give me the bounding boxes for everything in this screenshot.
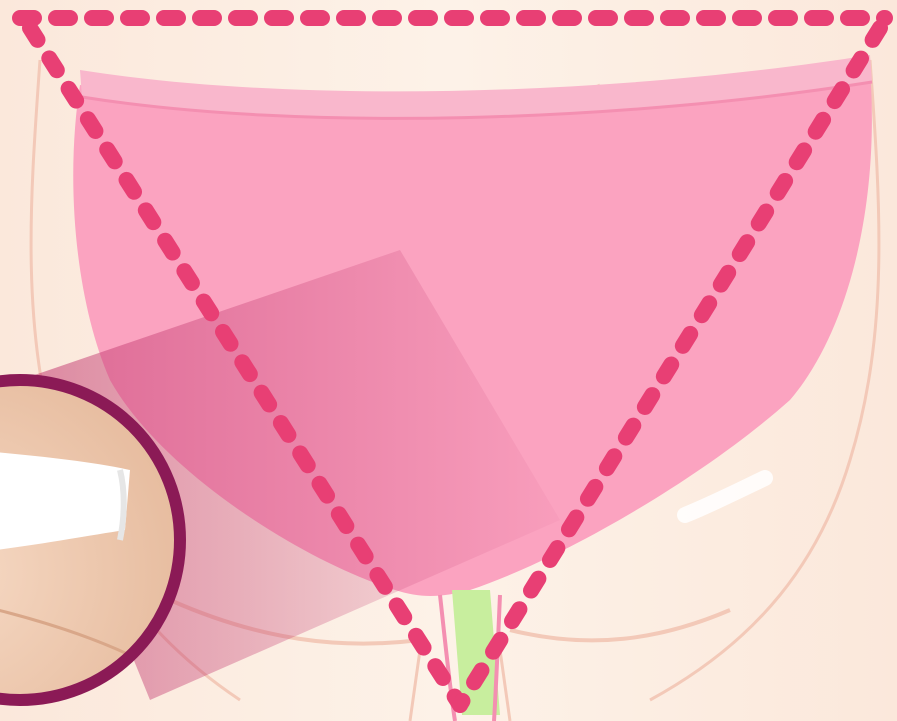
underwear-illustration (0, 0, 897, 721)
illustration-canvas (0, 0, 897, 721)
